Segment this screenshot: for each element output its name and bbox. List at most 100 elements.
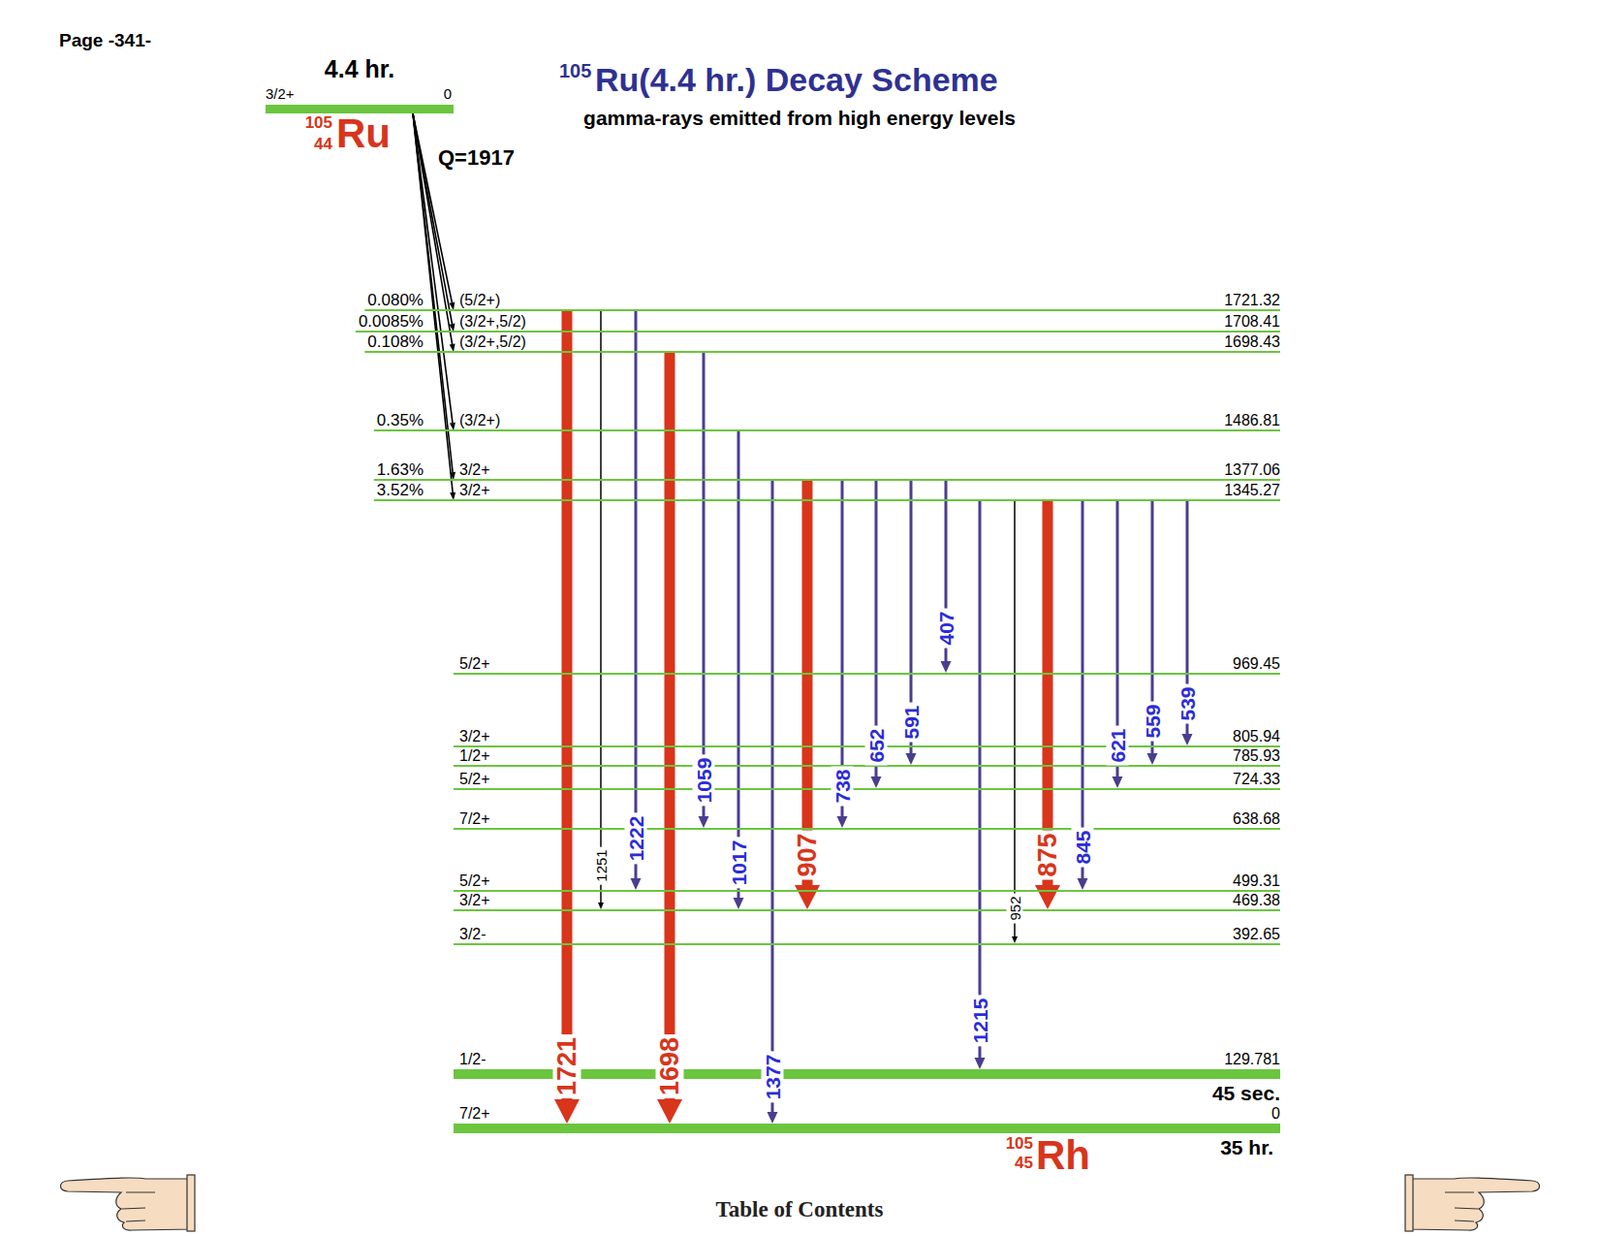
arrow-head (1077, 878, 1089, 890)
level-line (453, 942, 1281, 945)
arrow-shaft (802, 479, 814, 885)
arrow-head (974, 1057, 986, 1069)
half-life: 4.4 hr. (324, 56, 395, 84)
gamma-energy: 1059 (692, 754, 716, 807)
hand-finger-lines (122, 1192, 156, 1222)
hand-cuff (187, 1174, 195, 1231)
gamma-energy: 591 (900, 701, 923, 742)
spin-parity: (5/2+) (459, 291, 501, 310)
feeding-stub (374, 499, 454, 502)
gamma-energy: 907 (793, 829, 822, 879)
spin-parity: (3/2+) (459, 411, 501, 430)
spin-parity: 3/2+ (459, 891, 491, 910)
level-line (453, 672, 1281, 675)
level-line (453, 309, 1281, 312)
gamma-energy: 738 (831, 765, 854, 806)
feeding-stub (374, 429, 454, 432)
spin-parity: 7/2+ (459, 1104, 491, 1123)
spin-parity: 5/2+ (459, 655, 491, 673)
energy-level: 5/2+969.45 (453, 654, 1281, 675)
atomic-number: 45 (1014, 1154, 1034, 1173)
arrow-shaft (1013, 500, 1016, 937)
spin-parity: 5/2+ (459, 872, 491, 890)
spin-parity: (3/2+,5/2) (459, 333, 527, 351)
energy-level: 5/2+724.33 (453, 769, 1281, 790)
arrow-shaft (664, 351, 676, 1099)
spin-parity: 1/2+ (459, 747, 491, 765)
level-energy: 469.38 (1232, 891, 1281, 910)
half-life: 35 hr. (1220, 1135, 1274, 1159)
level-line (453, 909, 1281, 911)
element-symbol: Rh (1035, 1134, 1091, 1176)
spin-parity: 7/2+ (459, 810, 491, 828)
beta-branching: 1.63% (376, 461, 424, 478)
level-energy: 499.31 (1232, 872, 1281, 890)
gamma-energy: 621 (1106, 724, 1130, 765)
gamma-energy: 1017 (727, 837, 751, 889)
gamma-energy: 1251 (593, 846, 610, 884)
level-band (453, 1123, 1281, 1133)
hand-finger-lines (1444, 1192, 1478, 1222)
level-energy: 1486.81 (1223, 411, 1281, 430)
feeding-stub (374, 478, 454, 481)
long-lived-level: 7/2+ 0 35 hr. 10545Rh (453, 1103, 1281, 1186)
spin-parity: 3/2+ (265, 86, 295, 103)
gamma-energy: 845 (1071, 826, 1095, 867)
q-value: Q=1917 (438, 145, 515, 170)
energy-level: 7/2+638.68 (453, 809, 1281, 830)
level-energy: 392.65 (1232, 925, 1281, 943)
hand-outline (1406, 1177, 1540, 1230)
gamma-energy: 1215 (969, 995, 992, 1047)
spin-parity: 1/2- (459, 1050, 487, 1068)
parent-level: 4.4 hr.3/2+010544Ru (265, 53, 454, 162)
arrow-shaft (1081, 500, 1085, 879)
gamma-transition (657, 351, 683, 1124)
energy-level: 5/2+ 499.31 (453, 871, 1281, 892)
beta-branching: 0.080% (367, 291, 424, 309)
level-line (453, 499, 1281, 502)
level-energy: 0 (1271, 1104, 1281, 1123)
arrow-head (906, 752, 917, 765)
arrow-head (767, 1111, 779, 1124)
energy-level: 3/2+ 469.38 (453, 890, 1281, 911)
diagram-title: Ru(4.4 hr.) Decay Scheme (595, 61, 999, 99)
mass-number: 105 (1005, 1134, 1034, 1154)
arrow-shaft (771, 479, 775, 1112)
level-energy: 785.93 (1232, 747, 1281, 765)
arrow-head (1011, 936, 1018, 943)
arrow-shaft (978, 500, 982, 1058)
arrow-shaft (634, 310, 638, 879)
arrow-head (871, 776, 882, 788)
gamma-transition (767, 479, 779, 1124)
energy-level: (3/2+) 1486.81 (453, 410, 1281, 432)
level-band (265, 104, 454, 114)
toc-link: Table of Contents (716, 1196, 884, 1223)
subtitle: gamma-rays emitted from high energy leve… (583, 106, 1016, 130)
half-life: 45 sec. (1212, 1081, 1281, 1104)
feeding-stub (364, 309, 454, 312)
gamma-energy: 1698 (656, 1034, 685, 1099)
energy-level: 3/2-392.65 (453, 924, 1281, 945)
arrow-head (698, 815, 710, 828)
level-line (453, 330, 1281, 333)
arrow-head (657, 1098, 683, 1124)
energy-level: (3/2+,5/2) 1698.43 (453, 332, 1281, 353)
mass-number: 105 (559, 60, 592, 83)
gamma-energy: 1222 (625, 813, 648, 865)
gamma-energy: 1377 (761, 1051, 785, 1103)
level-energy: 1377.06 (1223, 461, 1281, 479)
level-energy: 0 (443, 86, 452, 103)
mass-number: 105 (305, 114, 333, 133)
energy-level: 3/2+1377.06 (453, 460, 1281, 481)
level-line (453, 350, 1281, 353)
beta-branching: 0.0085% (358, 313, 424, 330)
level-energy: 724.33 (1232, 770, 1281, 788)
feeding-stub (364, 350, 454, 353)
beta-branching: 0.108% (367, 333, 424, 350)
level-energy: 1698.43 (1223, 333, 1281, 351)
feeding-stub (355, 330, 454, 333)
level-line (453, 827, 1281, 830)
gamma-transition (630, 310, 642, 890)
